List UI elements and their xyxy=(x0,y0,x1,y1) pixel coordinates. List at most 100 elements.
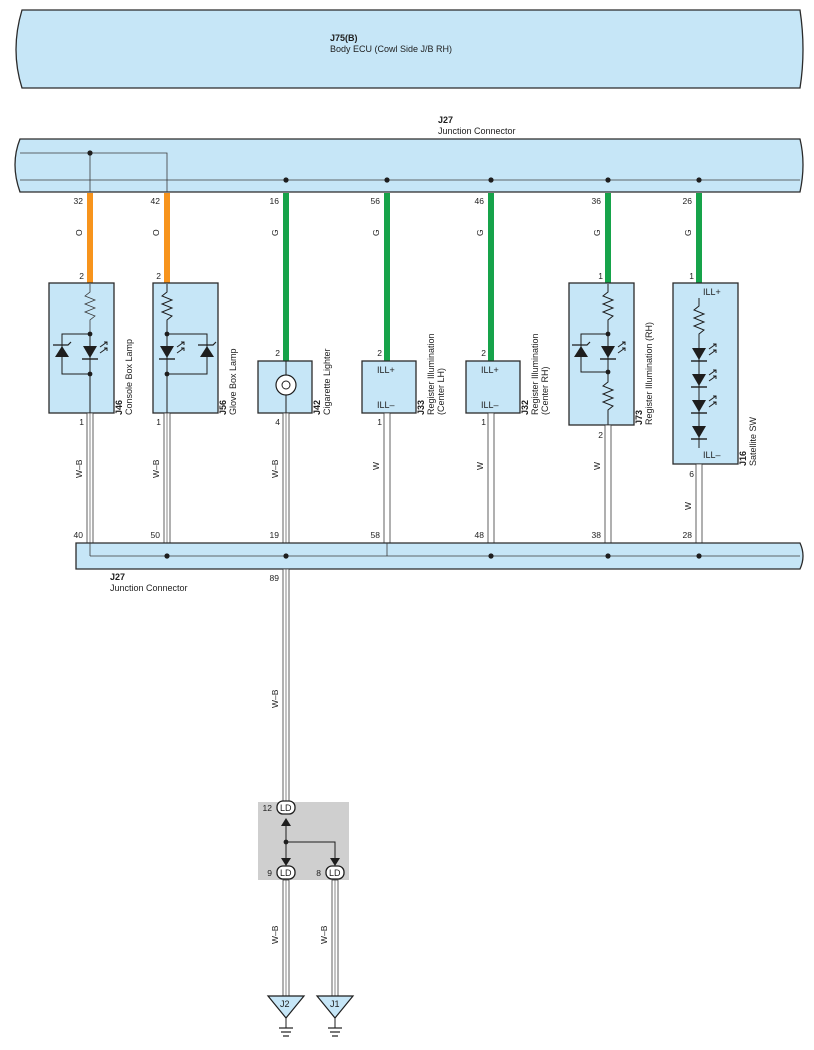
pin-label: 9 xyxy=(267,868,272,878)
component-name: Register Illumination xyxy=(530,333,540,415)
junction-label: LD xyxy=(329,868,341,878)
component-name: Register Illumination xyxy=(426,333,436,415)
component-code: J16 xyxy=(738,451,748,466)
component-name: Console Box Lamp xyxy=(124,339,134,415)
junction-label: LD xyxy=(280,803,292,813)
wire-color: O xyxy=(151,229,161,236)
wire-color: G xyxy=(371,229,381,236)
pin-label: 50 xyxy=(151,530,161,540)
ground-label: J1 xyxy=(330,999,340,1009)
terminal-label: ILL+ xyxy=(703,287,721,297)
pin-label: 36 xyxy=(592,196,602,206)
terminal-label: ILL+ xyxy=(377,365,395,375)
component-name: Satellite SW xyxy=(748,416,758,466)
bottom-connector-code: J27 xyxy=(110,572,125,582)
junction-label: LD xyxy=(280,868,292,878)
lower-wire-color-labels: W–B W–B W–B W W W W xyxy=(74,459,693,510)
pin-label: 19 xyxy=(270,530,280,540)
ground-branch: 89 W–B LD 12 LD 9 LD 8 W–B W–B xyxy=(258,568,355,1037)
wire-color: W–B xyxy=(270,689,280,708)
pin-label: 48 xyxy=(475,530,485,540)
wire-color: W–B xyxy=(270,925,280,944)
wire-color: W xyxy=(592,462,602,470)
junction-block-ld: LD 12 LD 9 LD 8 xyxy=(263,800,345,880)
ground-icon-left: J2 xyxy=(266,995,306,1037)
top-pin-labels: 32 42 16 56 46 36 26 xyxy=(74,196,693,206)
comp-pin: 1 xyxy=(377,417,382,427)
pin-label: 40 xyxy=(74,530,84,540)
top-wire-color-labels: O O G G G G G xyxy=(74,229,693,236)
component-satellite-sw: 1 6 ILL+ ILL– J16 Satellite SW xyxy=(672,271,758,479)
comp-pin: 2 xyxy=(79,271,84,281)
top-junction-connector: J27 Junction Connector xyxy=(14,115,804,193)
pin-label: 56 xyxy=(371,196,381,206)
comp-pin: 1 xyxy=(481,417,486,427)
pin-label: 8 xyxy=(316,868,321,878)
component-name: Cigarette Lighter xyxy=(322,348,332,415)
comp-pin: 2 xyxy=(377,348,382,358)
comp-pin: 2 xyxy=(156,271,161,281)
wire-color: G xyxy=(475,229,485,236)
bottom-connector-name: Junction Connector xyxy=(110,583,188,593)
bottom-junction-connector: J27 Junction Connector xyxy=(75,542,804,593)
terminal-label: ILL+ xyxy=(481,365,499,375)
comp-pin: 1 xyxy=(156,417,161,427)
pin-label: 89 xyxy=(270,573,280,583)
terminal-label: ILL– xyxy=(481,400,499,410)
wire-color: W–B xyxy=(319,925,329,944)
component-code: J42 xyxy=(312,400,322,415)
pin-label: 46 xyxy=(475,196,485,206)
terminal-label: ILL– xyxy=(377,400,395,410)
wire-color: G xyxy=(683,229,693,236)
pin-label: 16 xyxy=(270,196,280,206)
comp-pin: 1 xyxy=(689,271,694,281)
comp-pin: 6 xyxy=(689,469,694,479)
component-register-illumination-rh: 1 2 J73 Register Illumination (RH) xyxy=(568,271,654,440)
terminal-label: ILL– xyxy=(703,450,721,460)
wire-color: W–B xyxy=(151,459,161,478)
wire-color: O xyxy=(74,229,84,236)
component-console-box-lamp: 2 1 J46 Console Box Lamp xyxy=(48,271,134,427)
component-code: J33 xyxy=(416,400,426,415)
pin-label: 28 xyxy=(683,530,693,540)
comp-pin: 1 xyxy=(79,417,84,427)
ground-icon-right: J1 xyxy=(315,995,355,1037)
component-name-2: (Center RH) xyxy=(540,366,550,415)
wire-color: W–B xyxy=(270,459,280,478)
comp-pin: 2 xyxy=(275,348,280,358)
component-code: J32 xyxy=(520,400,530,415)
component-cigarette-lighter: 2 4 J42 Cigarette Lighter xyxy=(257,348,332,427)
component-name-2: (Center LH) xyxy=(436,368,446,415)
component-name: Register Illumination (RH) xyxy=(644,322,654,425)
top-connector-name: Junction Connector xyxy=(438,126,516,136)
wire-color: G xyxy=(270,229,280,236)
ground-label: J2 xyxy=(280,999,290,1009)
wire-color: W xyxy=(475,462,485,470)
pin-label: 38 xyxy=(592,530,602,540)
top-wires xyxy=(87,193,702,361)
wire-color: W–B xyxy=(74,459,84,478)
comp-pin: 4 xyxy=(275,417,280,427)
component-code: J73 xyxy=(634,410,644,425)
wire-color: W xyxy=(683,502,693,510)
comp-pin: 2 xyxy=(598,430,603,440)
bottom-pin-labels: 40 50 19 58 48 38 28 xyxy=(74,530,693,540)
wire-color: W xyxy=(371,462,381,470)
pin-label: 32 xyxy=(74,196,84,206)
comp-pin: 1 xyxy=(598,271,603,281)
pin-label: 42 xyxy=(151,196,161,206)
wire-color: G xyxy=(592,229,602,236)
lower-wires xyxy=(86,412,703,544)
component-register-illumination-center-rh: 2 1 ILL+ ILL– J32 Register Illumination … xyxy=(465,333,550,427)
component-code: J46 xyxy=(114,400,124,415)
component-name: Glove Box Lamp xyxy=(228,348,238,415)
component-register-illumination-center-lh: 2 1 ILL+ ILL– J33 Register Illumination … xyxy=(361,333,446,427)
comp-pin: 2 xyxy=(481,348,486,358)
pin-label: 26 xyxy=(683,196,693,206)
pin-label: 12 xyxy=(263,803,273,813)
top-connector-code: J27 xyxy=(438,115,453,125)
ecu-code: J75(B) xyxy=(330,33,358,43)
pin-label: 58 xyxy=(371,530,381,540)
component-code: J56 xyxy=(218,400,228,415)
